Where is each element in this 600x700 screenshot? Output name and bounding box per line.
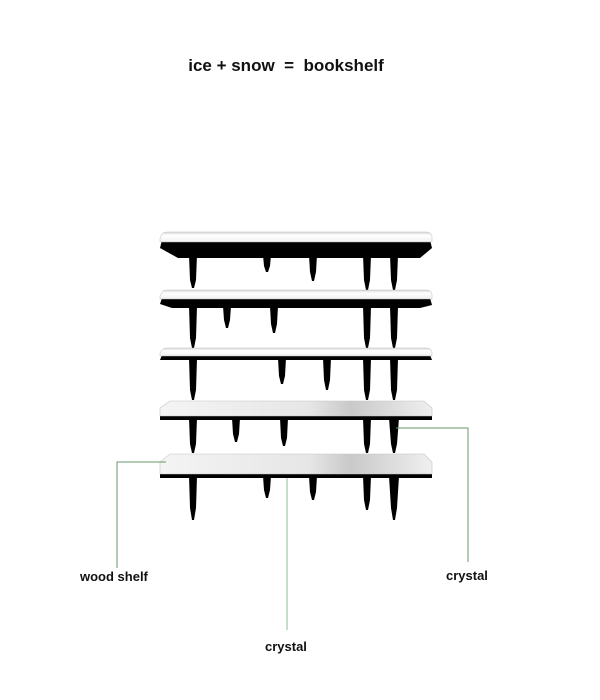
shelf-1 bbox=[159, 231, 433, 290]
shelf-4 bbox=[159, 400, 433, 453]
shelf-3 bbox=[159, 347, 433, 400]
diagram-title: ice + snow = bookshelf bbox=[188, 56, 384, 75]
label-crystal-bottom: crystal bbox=[265, 639, 307, 654]
label-wood-shelf: wood shelf bbox=[80, 569, 148, 584]
leader-line-crystal-right bbox=[396, 427, 469, 562]
label-crystal-right: crystal bbox=[446, 568, 488, 583]
leader-line-wood-shelf bbox=[116, 461, 166, 568]
shelf-5 bbox=[159, 453, 433, 520]
shelf-2 bbox=[159, 289, 433, 348]
